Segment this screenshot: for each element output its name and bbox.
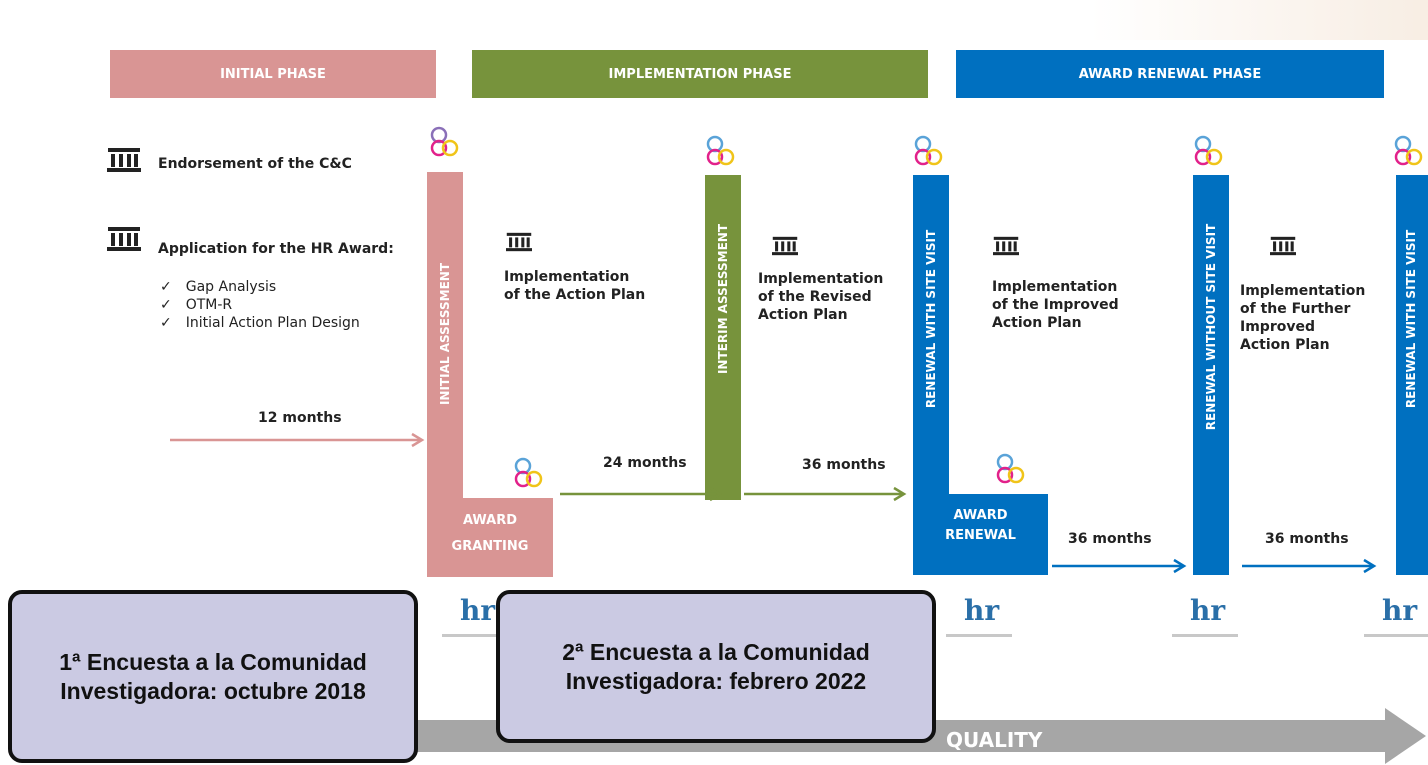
hr-award-symbol-icon: [706, 135, 735, 166]
months-36-a: 36 months: [802, 457, 886, 473]
implementation-step-1: Implementation of the Action Plan: [504, 269, 646, 303]
months-36-c: 36 months: [1265, 531, 1349, 547]
hr-award-symbol-icon: [1394, 135, 1423, 166]
award-renewal-label: AWARD RENEWAL: [945, 508, 1016, 543]
list-item: ✓OTM-R: [160, 297, 233, 313]
first-survey-text: 1ª Encuesta a la Comunidad Investigadora…: [59, 648, 367, 704]
initial-phase-header: INITIAL PHASE: [110, 50, 436, 98]
hr-award-symbol-icon: [514, 457, 543, 488]
renewal-phase-header: AWARD RENEWAL PHASE: [956, 50, 1384, 98]
hr-logo-icon: hr: [944, 594, 1014, 644]
arrow-right-icon: [744, 486, 907, 502]
award-granting-label: AWARD GRANTING: [451, 513, 529, 554]
checkmark-icon: ✓: [160, 315, 172, 331]
renewal-site-visit-label: RENEWAL WITH SITE VISIT: [924, 229, 938, 409]
hr-award-symbol-icon: [914, 135, 943, 166]
arrow-right-icon: [560, 486, 723, 502]
institution-icon: [107, 148, 141, 172]
checkmark-icon: ✓: [160, 279, 172, 295]
application-text: Application for the HR Award:: [158, 241, 394, 257]
hr-logo-icon: hr: [440, 594, 510, 644]
months-24: 24 months: [603, 455, 687, 471]
checkmark-icon: ✓: [160, 297, 172, 313]
institution-icon: [107, 227, 141, 251]
arrow-right-icon: [1052, 558, 1187, 574]
watermark: [1090, 0, 1428, 40]
first-survey-callout: 1ª Encuesta a la Comunidad Investigadora…: [8, 590, 418, 763]
months-36-b: 36 months: [1068, 531, 1152, 547]
arrow-right-icon: [170, 432, 425, 448]
second-survey-text: 2ª Encuesta a la Comunidad Investigadora…: [562, 638, 870, 694]
institution-icon: [1270, 236, 1296, 256]
renewal-without-site-visit-bar: RENEWAL WITHOUT SITE VISIT: [1193, 175, 1229, 575]
arrow-right-icon: [1242, 558, 1377, 574]
implementation-phase-header: IMPLEMENTATION PHASE: [472, 50, 928, 98]
interim-assessment-label: INTERIM ASSESSMENT: [716, 223, 730, 374]
list-item: ✓Gap Analysis: [160, 279, 277, 295]
implementation-step-2: Implementation of the Revised Action Pla…: [758, 271, 884, 323]
initial-assessment-label: INITIAL ASSESSMENT: [438, 262, 452, 406]
implementation-step-4: Implementation of the Further Improved A…: [1240, 283, 1366, 353]
renewal-site-visit-bar-2: RENEWAL WITH SITE VISIT: [1396, 175, 1428, 575]
initial-phase-label: INITIAL PHASE: [220, 66, 326, 82]
hr-award-symbol-icon: [996, 453, 1025, 484]
institution-icon: [772, 236, 798, 256]
months-12: 12 months: [258, 410, 342, 426]
checklist: ✓Gap Analysis ✓OTM-R ✓Initial Action Pla…: [160, 278, 360, 332]
endorsement-text: Endorsement of the C&C: [158, 156, 352, 172]
implementation-step-3: Implementation of the Improved Action Pl…: [992, 279, 1119, 331]
implementation-phase-label: IMPLEMENTATION PHASE: [608, 66, 792, 82]
hr-award-symbol-icon: [430, 126, 459, 157]
hr-logo-icon: hr: [1170, 594, 1240, 644]
quality-arrow-label: QUALITY: [946, 728, 1043, 752]
award-renewal-box: AWARD RENEWAL: [913, 494, 1048, 575]
list-item: ✓Initial Action Plan Design: [160, 315, 360, 331]
second-survey-callout: 2ª Encuesta a la Comunidad Investigadora…: [496, 590, 936, 743]
interim-assessment-bar: INTERIM ASSESSMENT: [705, 175, 741, 500]
renewal-site-visit-label-2: RENEWAL WITH SITE VISIT: [1404, 229, 1419, 409]
renewal-phase-label: AWARD RENEWAL PHASE: [1078, 66, 1262, 82]
institution-icon: [993, 236, 1019, 256]
hr-logo-icon: hr: [1362, 594, 1428, 644]
award-granting-box: AWARD GRANTING: [427, 498, 553, 577]
hr-award-symbol-icon: [1194, 135, 1223, 166]
renewal-without-label: RENEWAL WITHOUT SITE VISIT: [1204, 223, 1218, 431]
institution-icon: [506, 232, 532, 252]
